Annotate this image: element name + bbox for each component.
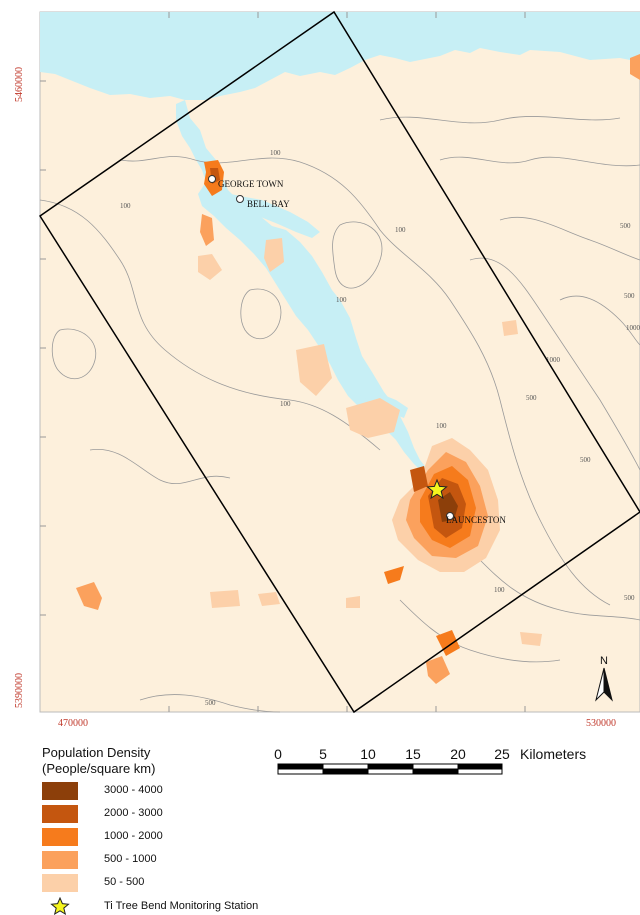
scale-tick-label: 25 xyxy=(494,746,510,762)
contour-label: 500 xyxy=(526,394,537,402)
launceston-label: LAUNCESTON xyxy=(446,515,506,525)
star-icon xyxy=(50,897,70,915)
legend-swatch xyxy=(42,805,78,823)
density-patch xyxy=(436,630,460,656)
contour-label: 500 xyxy=(624,292,635,300)
contour-label: 100 xyxy=(280,400,291,408)
contour-label: 100 xyxy=(436,422,447,430)
coord-label-x-left: 470000 xyxy=(58,718,88,729)
george-town-label: GEORGE TOWN xyxy=(218,179,284,189)
tamar-arm xyxy=(222,192,320,238)
contour-label: 1000 xyxy=(546,356,561,364)
tamar-river xyxy=(176,100,428,474)
density-patch xyxy=(346,398,400,438)
legend-title-line1: Population Density xyxy=(42,745,151,760)
density-patch xyxy=(630,54,640,80)
density-patch xyxy=(410,466,428,492)
coord-label-x-right: 530000 xyxy=(586,718,616,729)
legend-label: 2000 - 3000 xyxy=(104,807,163,819)
scale-tick-label: 15 xyxy=(405,746,421,762)
legend-label: 500 - 1000 xyxy=(104,853,157,865)
legend-swatch xyxy=(42,874,78,892)
launceston-marker xyxy=(446,512,454,520)
scale-tick-label: 10 xyxy=(360,746,376,762)
density-patch xyxy=(502,320,518,336)
density-patch xyxy=(296,344,332,396)
contour-labels: 100 100 100 100 100 100 100 500 500 1000… xyxy=(120,149,640,707)
density-patch xyxy=(264,238,284,272)
legend-title-line2: (People/square km) xyxy=(42,761,156,776)
density-patch xyxy=(426,656,450,684)
legend-title: Population Density (People/square km) xyxy=(42,745,155,777)
legend-swatch xyxy=(42,828,78,846)
legend-swatch xyxy=(42,782,78,800)
population-patches xyxy=(76,54,640,684)
contour-label: 100 xyxy=(494,586,505,594)
legend-label: 1000 - 2000 xyxy=(104,830,163,842)
legend-label: 3000 - 4000 xyxy=(104,784,163,796)
graticule-ticks xyxy=(40,12,526,712)
density-patch xyxy=(210,590,240,608)
scale-tick-label: 0 xyxy=(274,746,282,762)
scale-tick-label: 5 xyxy=(319,746,327,762)
density-patch xyxy=(520,632,542,646)
density-patch xyxy=(76,582,102,610)
contour-label: 500 xyxy=(580,456,591,464)
density-patch xyxy=(200,214,214,246)
scale-bar-segments xyxy=(277,763,503,775)
scale-tick-label: 20 xyxy=(450,746,466,762)
legend: Population Density (People/square km) 30… xyxy=(0,740,640,915)
george-town-marker xyxy=(208,175,216,183)
legend-swatch xyxy=(42,851,78,869)
density-patch xyxy=(258,592,280,606)
density-patch xyxy=(346,596,360,608)
contour-label: 1000 xyxy=(626,324,640,332)
density-patch xyxy=(198,254,222,280)
contour-lines xyxy=(39,116,640,713)
monitoring-station-star-icon xyxy=(426,478,448,500)
density-patch xyxy=(384,566,404,584)
scale-unit-label: Kilometers xyxy=(520,746,586,762)
sea-north xyxy=(40,12,640,100)
contour-label: 100 xyxy=(270,149,281,157)
legend-label: 50 - 500 xyxy=(104,876,145,888)
contour-label: 500 xyxy=(620,222,631,230)
bell-bay-label: BELL BAY xyxy=(247,199,290,209)
contour-label: 500 xyxy=(205,699,216,707)
bell-bay-marker xyxy=(236,195,244,203)
legend-station-label: Ti Tree Bend Monitoring Station xyxy=(104,900,259,912)
contour-label: 100 xyxy=(120,202,131,210)
map-frame: 100 100 100 100 100 100 100 500 500 1000… xyxy=(14,10,640,729)
contour-label: 100 xyxy=(336,296,347,304)
coord-label-y-top: 5460000 xyxy=(14,67,25,102)
north-arrow-icon: N xyxy=(595,655,613,702)
study-area-boundary xyxy=(38,10,640,714)
coord-label-y-bottom: 5390000 xyxy=(14,673,25,708)
contour-label: 100 xyxy=(395,226,406,234)
north-label: N xyxy=(600,655,608,667)
scale-bar: 0 5 10 15 20 25 Kilometers xyxy=(274,746,586,775)
contour-label: 500 xyxy=(624,594,635,602)
